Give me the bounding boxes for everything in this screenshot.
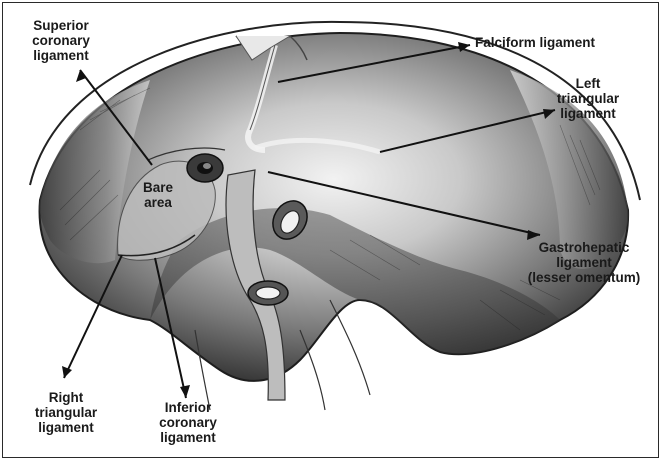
- label-inferior-coronary-ligament: Inferior coronary ligament: [145, 400, 231, 445]
- label-falciform-ligament: Falciform ligament: [475, 35, 635, 50]
- label-left-triangular-ligament: Left triangular ligament: [540, 76, 636, 121]
- label-gastrohepatic-ligament: Gastrohepatic ligament (lesser omentum): [513, 240, 655, 285]
- label-bare-area: Bare area: [128, 180, 188, 210]
- label-right-triangular-ligament: Right triangular ligament: [24, 390, 108, 435]
- label-superior-coronary-ligament: Superior coronary ligament: [18, 18, 104, 63]
